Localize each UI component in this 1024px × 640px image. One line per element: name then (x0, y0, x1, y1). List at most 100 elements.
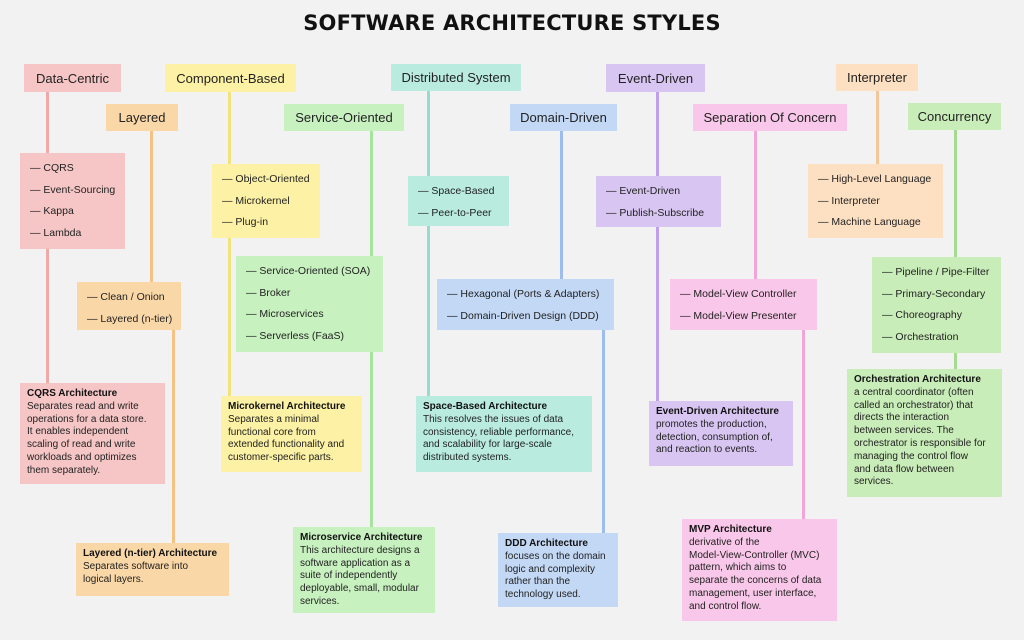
desc-line: logical layers. (83, 573, 144, 585)
desc-line: between services. The (854, 425, 954, 437)
list-item: Model-View Presenter (680, 309, 817, 331)
connector-layered-detail (172, 328, 175, 546)
connector-component-based (228, 90, 231, 398)
desc-mvp-architecture: MVP Architecture derivative of the Model… (682, 519, 837, 621)
desc-cqrs-architecture: CQRS Architecture Separates read and wri… (20, 383, 165, 484)
list-distributed-system: Space-Based Peer-to-Peer (408, 176, 509, 226)
header-data-centric: Data-Centric (24, 64, 121, 92)
connector-domain-driven-detail (602, 330, 605, 536)
list-item: Microkernel (222, 194, 320, 216)
connector-distributed-system (427, 90, 430, 398)
list-item: Domain-Driven Design (DDD) (447, 309, 614, 331)
desc-line: and scalability for large-scale (423, 439, 552, 451)
desc-title: Layered (n-tier) Architecture (83, 548, 218, 559)
desc-line: This resolves the issues of data (423, 413, 564, 425)
list-data-centric: CQRS Event-Sourcing Kappa Lambda (20, 153, 125, 249)
list-interpreter: High-Level Language Interpreter Machine … (808, 164, 943, 238)
list-separation-of-concern: Model-View Controller Model-View Present… (670, 279, 817, 330)
desc-line: distributed systems. (423, 452, 512, 464)
list-item: Pipeline / Pipe-Filter (882, 265, 1001, 287)
desc-line: deployable, small, modular (300, 583, 419, 595)
desc-line: directs the interaction (854, 412, 950, 424)
list-item: High-Level Language (818, 172, 943, 194)
list-item: Clean / Onion (87, 290, 181, 312)
connector-event-driven (656, 90, 659, 402)
desc-line: logic and complexity (505, 563, 596, 575)
list-item: Machine Language (818, 215, 943, 237)
desc-line: functional core from (228, 426, 316, 438)
connector-interpreter (876, 90, 879, 166)
desc-line: extended functionality and (228, 439, 345, 451)
desc-line: customer-specific parts. (228, 452, 334, 464)
desc-line: and reaction to events. (656, 444, 758, 456)
desc-line: operations for a data store. (27, 413, 147, 425)
desc-line: suite of independently (300, 570, 398, 582)
desc-line: services. (300, 595, 340, 607)
list-item: Publish-Subscribe (606, 206, 721, 228)
desc-line: and data flow between (854, 463, 955, 475)
list-event-driven: Event-Driven Publish-Subscribe (596, 176, 721, 227)
list-concurrency: Pipeline / Pipe-Filter Primary-Secondary… (872, 257, 1001, 353)
desc-event-driven-architecture: Event-Driven Architecture promotes the p… (649, 401, 793, 466)
list-item: Event-Sourcing (30, 183, 125, 205)
desc-line: promotes the production, (656, 418, 767, 430)
list-component-based: Object-Oriented Microkernel Plug-in (212, 164, 320, 238)
list-item: Choreography (882, 308, 1001, 330)
desc-line: It enables independent (27, 426, 129, 438)
desc-line: and control flow. (689, 600, 762, 612)
desc-line: workloads and optimizes (27, 451, 137, 463)
desc-line: managing the control flow (854, 450, 968, 462)
desc-line: detection, consumption of, (656, 431, 773, 443)
list-item: Model-View Controller (680, 287, 817, 309)
desc-line: technology used. (505, 589, 581, 601)
list-item: Service-Oriented (SOA) (246, 264, 383, 286)
desc-line: Separates a minimal (228, 413, 320, 425)
list-item: Interpreter (818, 194, 943, 216)
desc-line: pattern, which aims to (689, 562, 787, 574)
desc-line: Model-View-Controller (MVC) (689, 549, 820, 561)
desc-line: rather than the (505, 576, 571, 588)
list-item: Serverless (FaaS) (246, 329, 383, 351)
list-item: Kappa (30, 204, 125, 226)
list-item: Primary-Secondary (882, 287, 1001, 309)
list-item: Orchestration (882, 330, 1001, 352)
list-layered: Clean / Onion Layered (n-tier) (77, 282, 181, 330)
list-item: Microservices (246, 307, 383, 329)
connector-separation-of-concern (754, 130, 757, 282)
header-service-oriented: Service-Oriented (284, 104, 404, 131)
list-item: Peer-to-Peer (418, 206, 509, 228)
desc-title: Microservice Architecture (300, 532, 423, 543)
list-item: CQRS (30, 161, 125, 183)
desc-line: separate the concerns of data (689, 575, 822, 587)
desc-line: This architecture designs a (300, 544, 420, 556)
list-item: Layered (n-tier) (87, 312, 181, 334)
desc-title: DDD Architecture (505, 538, 588, 549)
list-item: Lambda (30, 226, 125, 248)
list-item: Plug-in (222, 215, 320, 237)
desc-line: orchestrator is responsible for (854, 437, 986, 449)
header-separation-of-concern: Separation Of Concern (693, 104, 847, 131)
header-concurrency: Concurrency (908, 103, 1001, 130)
desc-title: Event-Driven Architecture (656, 406, 779, 417)
desc-layered-architecture: Layered (n-tier) Architecture Separates … (76, 543, 229, 596)
desc-line: services. (854, 476, 894, 488)
desc-line: Separates software into (83, 560, 189, 572)
desc-line: them separately. (27, 464, 101, 476)
desc-microservice-architecture: Microservice Architecture This architect… (293, 527, 435, 613)
header-domain-driven: Domain-Driven (510, 104, 617, 131)
list-item: Object-Oriented (222, 172, 320, 194)
list-item: Hexagonal (Ports & Adapters) (447, 287, 614, 309)
desc-line: focuses on the domain (505, 550, 606, 562)
desc-orchestration-architecture: Orchestration Architecture a central coo… (847, 369, 1002, 497)
desc-line: called an orchestrator) that (854, 399, 973, 411)
desc-title: Microkernel Architecture (228, 401, 346, 412)
header-distributed-system: Distributed System (391, 64, 521, 91)
desc-title: Space-Based Architecture (423, 401, 548, 412)
connector-concurrency (954, 130, 957, 372)
list-item: Space-Based (418, 184, 509, 206)
desc-line: management, user interface, (689, 587, 817, 599)
desc-ddd-architecture: DDD Architecture focuses on the domain l… (498, 533, 618, 607)
list-domain-driven: Hexagonal (Ports & Adapters) Domain-Driv… (437, 279, 614, 330)
desc-space-based-architecture: Space-Based Architecture This resolves t… (416, 396, 592, 472)
desc-line: software application as a (300, 557, 411, 569)
